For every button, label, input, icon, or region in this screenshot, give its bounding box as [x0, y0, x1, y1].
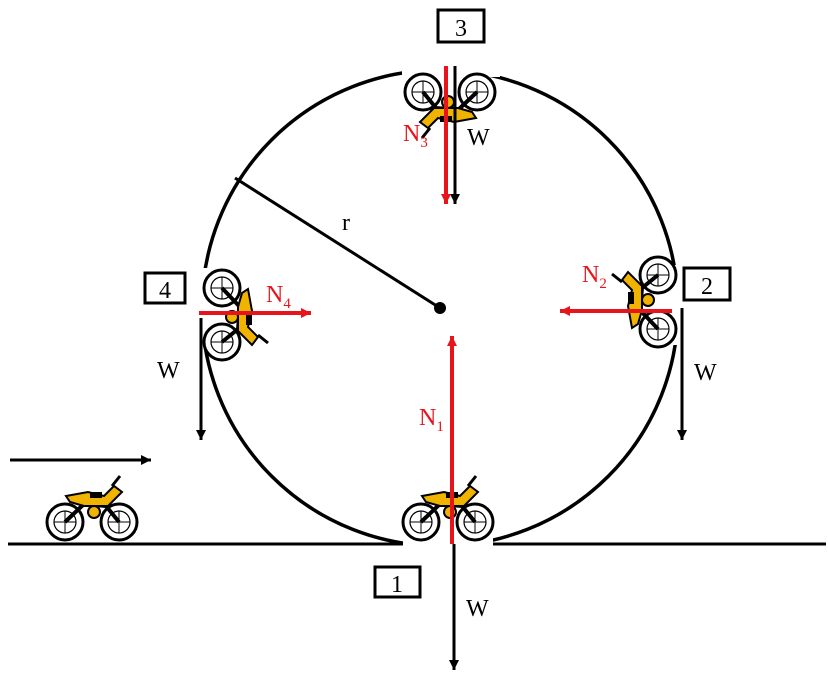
normal-label-3: N3 — [403, 121, 428, 151]
position-2: N2 W 2 — [560, 255, 732, 440]
radius-label: r — [342, 210, 350, 236]
position-1: N1 W 1 — [373, 336, 495, 670]
position-number-2: 2 — [701, 274, 713, 300]
position-number-1: 1 — [391, 572, 403, 598]
normal-label-2: N2 — [582, 262, 607, 292]
position-3: N3 W 3 — [402, 8, 500, 204]
position-box-3 — [436, 8, 486, 44]
position-box-4 — [143, 271, 187, 305]
position-4: N4 W 4 — [143, 268, 311, 440]
weight-label-2: W — [694, 360, 717, 386]
normal-label-1: N1 — [419, 405, 444, 435]
position-number-3: 3 — [455, 16, 467, 42]
position-number-4: 4 — [159, 278, 171, 304]
weight-label-1: W — [466, 596, 489, 622]
position-box-1 — [373, 565, 422, 599]
approaching-motorbike — [45, 474, 139, 542]
motorbike-2 — [610, 255, 678, 349]
position-box-2 — [682, 266, 732, 302]
normal-label-4: N4 — [266, 282, 291, 312]
weight-label-4: W — [157, 358, 180, 384]
loop-center-dot — [434, 302, 446, 314]
motorbike-1 — [401, 474, 495, 542]
radius-line — [234, 176, 441, 310]
weight-label-3: W — [467, 125, 490, 151]
